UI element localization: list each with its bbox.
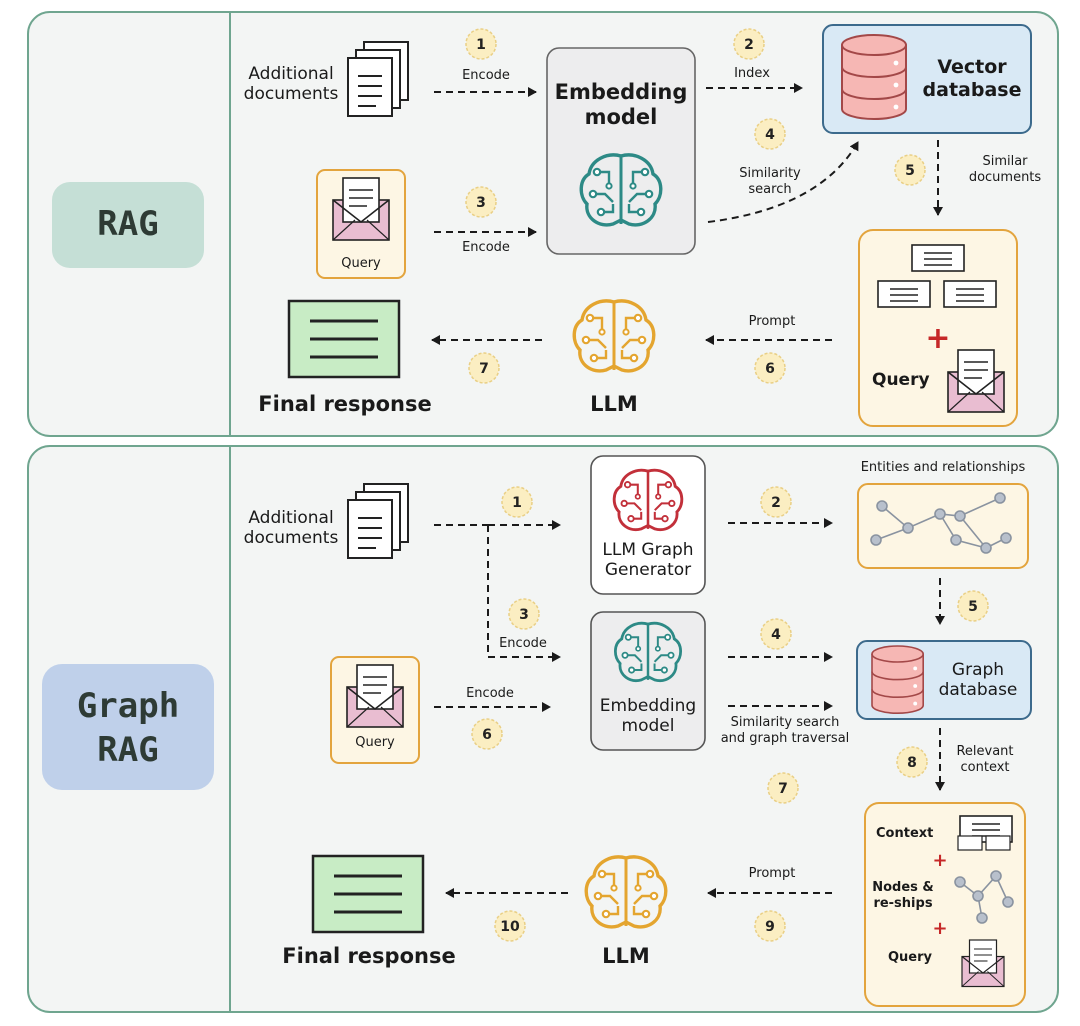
rag-step-label-6: 6 [765, 361, 775, 377]
rag-step-label-1: 1 [476, 37, 486, 53]
graph-step-label-9: 9 [765, 919, 775, 935]
rag-step-badge-6 [754, 352, 786, 384]
graph-final-response-icon [311, 854, 425, 934]
rag-step-label-5: 5 [905, 163, 915, 179]
graph-database-label: Graph database [938, 660, 1018, 701]
rag-edge-encode-1: Encode [462, 68, 510, 83]
graph-plus-icon-2: + [932, 918, 947, 939]
graph-step-badge-3 [508, 598, 540, 630]
graph-edge-relevant-context: Relevant context [956, 744, 1014, 775]
graph-step-label-2: 2 [771, 495, 781, 511]
graph-plus-icon-1: + [932, 850, 947, 871]
graph-prompt-nodes-label: Nodes & re-ships [872, 880, 934, 911]
graph-query-label: Query [355, 735, 395, 750]
graph-edge-encode-3: Encode [499, 636, 547, 651]
rag-step-label-2: 2 [744, 37, 754, 53]
rag-edge-prompt: Prompt [748, 314, 796, 329]
graph-rag-tag-label: Graph RAG [76, 686, 180, 771]
graph-step-badge-1 [501, 486, 533, 518]
graph-llm-label: LLM [602, 944, 650, 968]
graph-step-badge-6 [471, 718, 503, 750]
graph-rag-panel [27, 445, 1059, 1013]
graph-step-badge-4 [760, 618, 792, 650]
rag-step-label-7: 7 [479, 361, 489, 377]
graph-step-label-5: 5 [968, 599, 978, 615]
rag-arrow-similarity-search [707, 141, 859, 223]
rag-edge-index: Index [734, 66, 770, 81]
graph-step-label-3: 3 [519, 607, 529, 623]
rag-vector-database-label: Vector database [922, 56, 1022, 101]
graph-additional-documents-label: Additional documents [243, 508, 339, 549]
graph-step-label-1: 1 [512, 495, 522, 511]
graph-step-badge-9 [754, 910, 786, 942]
graph-prompt-context-label: Context [876, 826, 934, 841]
rag-llm-label: LLM [590, 392, 638, 416]
rag-final-response-icon [287, 299, 401, 379]
rag-edge-similar-documents: Similar documents [968, 154, 1042, 185]
graph-final-response-label: Final response [282, 944, 456, 968]
entities-graph-icon [870, 492, 1012, 554]
graph-step-badge-7 [767, 772, 799, 804]
rag-step-badge-2 [733, 28, 765, 60]
rag-additional-documents-label: Additional documents [243, 64, 339, 105]
graph-edge-encode-6: Encode [466, 686, 514, 701]
graph-prompt-query-label: Query [888, 950, 933, 965]
rag-edge-similarity-search: Similarity search [739, 166, 801, 197]
graph-db-icon [871, 645, 925, 715]
rag-prompt-query-label: Query [872, 370, 930, 390]
graph-rag-tag-box [42, 664, 214, 790]
graph-step-label-4: 4 [771, 627, 781, 643]
graph-context-docs-small-icon [957, 835, 1011, 851]
rag-step-badge-1 [465, 28, 497, 60]
graph-edge-similarity-traversal: Similarity search and graph traversal [720, 715, 850, 746]
graph-step-label-6: 6 [482, 727, 492, 743]
graph-embedding-model-box [590, 611, 706, 751]
rag-step-label-4: 4 [765, 127, 775, 143]
graph-edge-prompt: Prompt [748, 866, 796, 881]
rag-step-badge-7 [468, 352, 500, 384]
graph-step-label-7: 7 [778, 781, 788, 797]
graph-prompt-nodes-icon [954, 870, 1014, 924]
rag-embedding-model-label: Embedding model [554, 80, 688, 130]
graph-documents-icon [347, 483, 409, 559]
graph-step-badge-10 [494, 910, 526, 942]
rag-step-badge-5 [894, 154, 926, 186]
graph-embedding-model-label: Embedding model [599, 696, 697, 737]
graph-step-label-10: 10 [500, 919, 520, 935]
graph-step-badge-2 [760, 486, 792, 518]
rag-tag-box [52, 182, 204, 268]
rag-tag-label: RAG [97, 204, 159, 244]
rag-query-label: Query [341, 256, 381, 271]
rag-vector-db-icon [841, 34, 907, 120]
rag-final-response-label: Final response [258, 392, 432, 416]
entities-relationships-label: Entities and relationships [860, 460, 1026, 475]
llm-graph-generator-label: LLM Graph Generator [602, 540, 694, 581]
rag-documents-icon [347, 41, 409, 117]
graph-step-badge-5 [957, 590, 989, 622]
rag-step-badge-3 [465, 186, 497, 218]
rag-plus-icon: + [925, 321, 950, 356]
rag-edge-encode-3: Encode [462, 240, 510, 255]
graph-step-badge-8 [896, 746, 928, 778]
graph-step-label-8: 8 [907, 755, 917, 771]
rag-step-badge-4 [754, 118, 786, 150]
rag-panel [27, 11, 1059, 437]
rag-step-label-3: 3 [476, 195, 486, 211]
